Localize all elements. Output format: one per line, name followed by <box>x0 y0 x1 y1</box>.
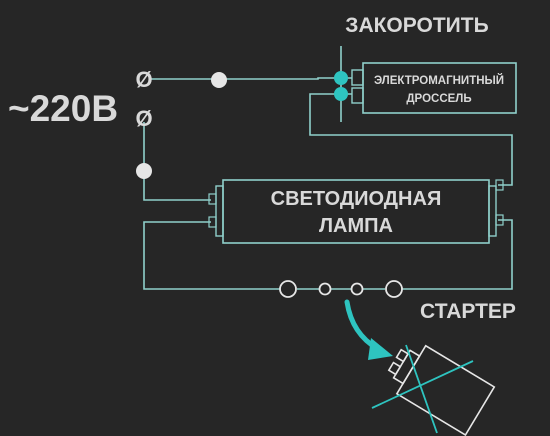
short-circuit-label: ЗАКОРОТИТЬ <box>345 14 488 37</box>
starter-contact-4 <box>385 280 403 298</box>
short-node-top <box>334 71 348 85</box>
choke-box <box>362 62 517 114</box>
choke-label-line1: ЭЛЕКТРОМАГНИТНЫЙ <box>374 74 504 87</box>
wires <box>143 46 513 290</box>
led-lamp <box>208 179 504 244</box>
wire-top <box>150 77 341 80</box>
terminal-top: Ø <box>135 67 152 92</box>
wire-choke-to-lamp <box>309 93 513 186</box>
lamp-pin-left-top <box>208 193 217 205</box>
wire-lamp-right-starter <box>394 219 513 290</box>
short-node-bottom <box>334 87 348 101</box>
starter-contacts <box>279 280 403 298</box>
terminal-bottom: Ø <box>135 106 152 131</box>
crossed-out-starter-icon <box>371 344 496 436</box>
voltage-label: ~220В <box>8 88 118 129</box>
choke <box>341 62 517 114</box>
starter-contact-3 <box>350 282 364 296</box>
starter-contact-1 <box>279 280 297 298</box>
lamp-pin-left-bottom <box>208 216 217 228</box>
starter-contact-2 <box>318 282 332 296</box>
lamp-cap-right <box>488 185 497 237</box>
lamp-label-line2: ЛАМПА <box>319 215 393 237</box>
lamp-label-line1: СВЕТОДИОДНАЯ <box>271 188 442 210</box>
junction-nodes <box>136 71 348 179</box>
wire-bottom-terminal <box>143 122 211 201</box>
lamp-cap-left <box>215 185 224 237</box>
choke-pin-bottom <box>351 87 364 104</box>
starter-label: СТАРТЕР <box>420 300 516 323</box>
junction-node-top <box>211 72 227 88</box>
choke-pin-top <box>351 69 364 86</box>
choke-label-line2: ДРОССЕЛЬ <box>406 93 471 105</box>
lamp-pin-right-top <box>495 179 504 191</box>
lamp-pin-right-bottom <box>495 214 504 226</box>
curved-arrow-icon <box>344 299 393 360</box>
wire-lamp-left-starter <box>143 221 288 290</box>
junction-node-left <box>136 163 152 179</box>
